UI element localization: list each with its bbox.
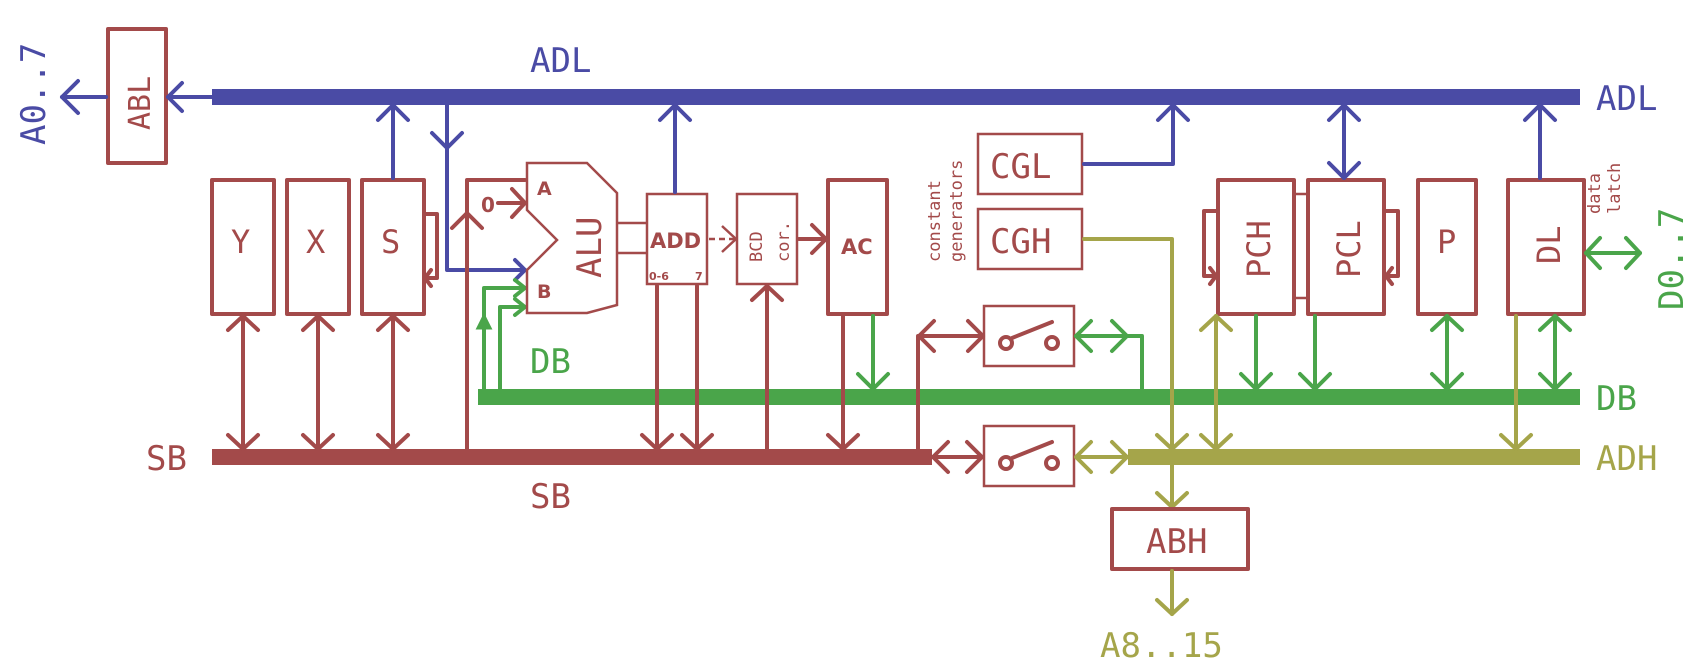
adl-label-top: ADL [530, 41, 591, 81]
dl-label: DL [1530, 225, 1568, 264]
pin-a0-7: A0..7 [14, 43, 54, 145]
pin-d0-7: D0..7 [1652, 208, 1692, 310]
cgh-label: CGH [990, 222, 1051, 262]
x-sb-link [301, 314, 335, 451]
adl-label-right: ADL [1596, 79, 1657, 119]
add-bits-low: 0-6 [649, 270, 669, 283]
s-sb-link [376, 314, 410, 451]
alu-zero-input: 0 [481, 193, 495, 217]
cgl-label: CGL [990, 147, 1051, 187]
abh-register [1110, 507, 1250, 571]
sb-label-left: SB [146, 439, 187, 479]
constant-generators-line1: constant [925, 180, 945, 262]
ac-label: AC [841, 235, 873, 259]
sb-adh-switch [982, 424, 1076, 488]
add-label: ADD [650, 229, 701, 253]
y-sb-link [226, 314, 260, 451]
abl-register [106, 27, 168, 165]
bcd-label-line1: BCD [747, 231, 767, 262]
ac-register [826, 178, 889, 316]
x-label: X [306, 223, 325, 261]
sb-label-bottom: SB [530, 477, 571, 517]
bcd-label-line2: cor. [774, 221, 794, 262]
add-bit-high: 7 [695, 270, 703, 283]
alu-input-b: B [537, 281, 551, 303]
abh-label: ABH [1146, 522, 1207, 562]
arrow-icon [60, 79, 80, 115]
add-unit [645, 192, 709, 286]
alu-unit [525, 161, 619, 315]
pcl-label: PCL [1330, 220, 1368, 278]
arrow-icon [166, 81, 184, 113]
pin-a8-15: A8..15 [1100, 626, 1223, 666]
dl-register [1506, 178, 1586, 316]
alu-label: ALU [570, 217, 610, 278]
arrow-icon [475, 312, 493, 330]
s-label: S [381, 223, 400, 261]
data-latch-line1: data [1585, 173, 1605, 214]
adh-label-right: ADH [1596, 439, 1657, 479]
p-label: P [1437, 223, 1456, 261]
data-latch-line2: latch [1605, 163, 1625, 214]
abl-label: ABL [123, 76, 158, 130]
pch-label: PCH [1240, 220, 1278, 278]
sb-db-switch [982, 304, 1076, 368]
db-label-mid: DB [530, 342, 571, 382]
constant-generators-line2: generators [947, 160, 967, 262]
db-label-right: DB [1596, 379, 1637, 419]
alu-input-a: A [537, 178, 552, 200]
y-label: Y [231, 223, 250, 261]
pcl-register [1306, 178, 1386, 316]
